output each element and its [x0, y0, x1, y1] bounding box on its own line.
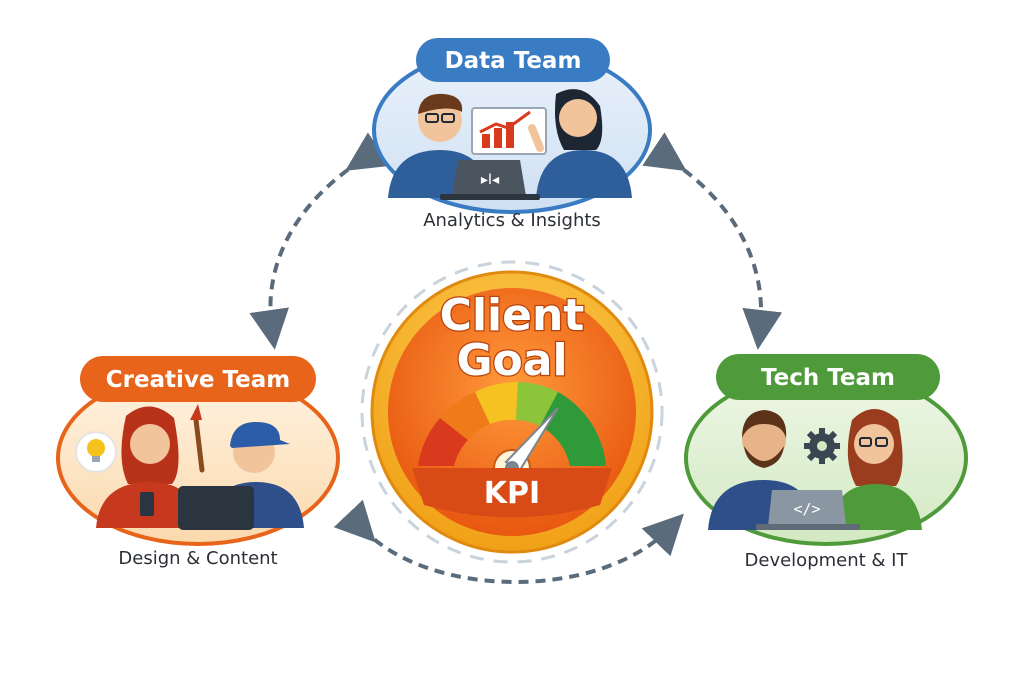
connector-arrows: [249, 132, 783, 584]
developer-female: [830, 409, 922, 530]
lightbulb-icon: [75, 431, 117, 473]
data-team-pill: [416, 38, 610, 82]
laptop-code-text: </>: [793, 500, 820, 518]
data-team-card: ▸I◂ Data Team Analytics & Insights: [372, 38, 652, 231]
paintbrush-icon: [190, 404, 205, 473]
gauge-dashed-ring: [360, 260, 664, 564]
laptop-code-icon: </>: [756, 490, 860, 530]
arrow-data-creative: [249, 132, 390, 350]
data-team-caption: Analytics & Insights: [423, 210, 601, 231]
tech-team-card: </> Tech Team Development & IT: [684, 354, 968, 571]
client-goal-title-line2: Goal: [456, 335, 567, 386]
tech-team-title: Tech Team: [761, 365, 895, 391]
creative-team-title: Creative Team: [106, 367, 291, 393]
creative-team-pill: [80, 356, 316, 402]
analyst-female: [528, 89, 632, 198]
kpi-band: [412, 468, 612, 518]
kpi-label: KPI: [484, 476, 540, 511]
client-goal-title-line1: Client: [440, 290, 585, 341]
chart-board-icon: [471, 107, 547, 155]
creative-team-card: Creative Team Design & Content: [56, 356, 340, 569]
client-goal-gauge: Client Goal KPI: [360, 260, 664, 564]
creative-team-caption: Design & Content: [118, 548, 277, 569]
designer-female: [96, 406, 200, 528]
gauge-meter: [418, 381, 606, 487]
tablet-icon: [178, 486, 254, 530]
tech-team-caption: Development & IT: [745, 550, 909, 571]
arrow-creative-tech: [333, 499, 684, 584]
data-team-title: Data Team: [445, 48, 582, 74]
gear-icon: [804, 428, 840, 464]
laptop-icon: ▸I◂: [440, 160, 540, 200]
svg-text:▸I◂: ▸I◂: [481, 172, 499, 188]
arrow-data-tech: [642, 132, 783, 350]
tech-team-pill: [716, 354, 940, 400]
